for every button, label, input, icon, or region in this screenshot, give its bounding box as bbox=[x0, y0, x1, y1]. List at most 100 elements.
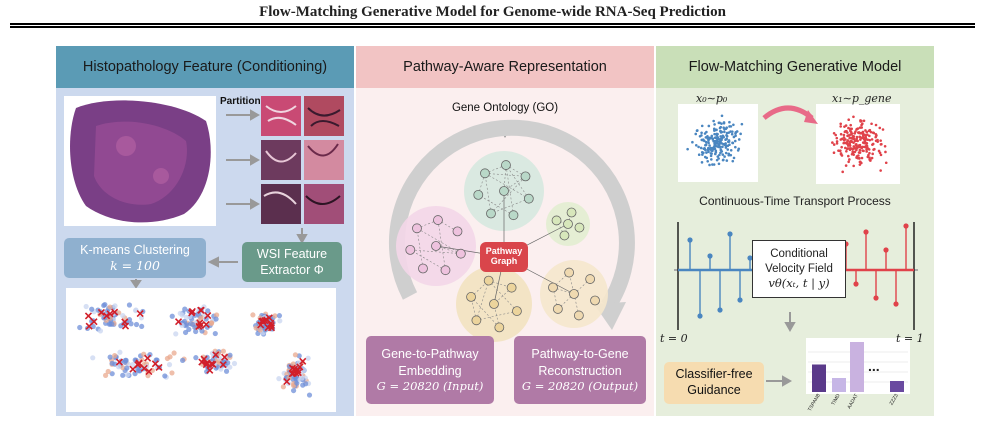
cluster-point bbox=[132, 307, 139, 314]
target-point bbox=[848, 142, 852, 146]
kmeans-k-value: k = 100 bbox=[110, 258, 160, 273]
red-stem-head bbox=[853, 281, 859, 287]
target-point bbox=[883, 144, 887, 148]
cluster-point bbox=[227, 352, 233, 358]
target-dist-background bbox=[816, 104, 900, 184]
centroid-marker bbox=[299, 357, 307, 365]
cluster-point bbox=[294, 380, 300, 386]
target-point bbox=[871, 152, 874, 156]
source-point bbox=[719, 125, 723, 129]
cluster-point bbox=[306, 392, 313, 398]
source-point bbox=[727, 153, 731, 157]
source-point bbox=[731, 130, 734, 133]
centroid-marker bbox=[202, 320, 210, 329]
source-point bbox=[708, 163, 711, 167]
target-point bbox=[846, 147, 850, 150]
centroid-marker bbox=[198, 358, 206, 366]
target-dist-label: x₁∼p_gene bbox=[832, 92, 892, 105]
centroid-marker bbox=[115, 358, 123, 366]
gene-node bbox=[520, 171, 531, 182]
target-point bbox=[839, 152, 843, 156]
centroid-marker bbox=[267, 321, 275, 329]
bar-label-timd: TIMD bbox=[830, 393, 842, 407]
target-point bbox=[868, 158, 871, 161]
classifier-free-guidance-box: Classifier-free Guidance bbox=[664, 362, 764, 404]
cluster-point bbox=[231, 360, 238, 367]
target-point bbox=[847, 134, 850, 137]
panel-header-pathway: Pathway-Aware Representation bbox=[356, 46, 654, 88]
wsi-tissue-spot bbox=[153, 168, 169, 184]
cluster-point bbox=[162, 373, 168, 379]
cluster-point bbox=[182, 329, 189, 336]
centroid-marker bbox=[290, 365, 299, 373]
cluster-point bbox=[220, 348, 227, 354]
source-point bbox=[716, 132, 719, 136]
target-point bbox=[848, 146, 852, 150]
target-point bbox=[867, 148, 871, 151]
pathway-edge bbox=[410, 249, 461, 254]
source-point bbox=[713, 136, 717, 140]
target-point bbox=[857, 131, 861, 134]
panel-header-histopathology: Histopathology Feature (Conditioning) bbox=[56, 46, 354, 88]
velocity-stems bbox=[687, 223, 909, 319]
pathway-hub-label-2: Graph bbox=[490, 256, 518, 266]
source-point bbox=[701, 138, 705, 141]
patch bbox=[261, 184, 301, 224]
cluster-point bbox=[250, 312, 256, 318]
bar-timd bbox=[832, 378, 846, 392]
source-point bbox=[712, 163, 716, 166]
gene-node bbox=[574, 222, 585, 233]
target-point bbox=[865, 148, 868, 151]
source-point bbox=[708, 144, 711, 147]
bar-label-tspan8: TSPAN8 bbox=[807, 393, 822, 413]
gene-node bbox=[466, 292, 476, 302]
centroid-marker bbox=[134, 361, 142, 369]
cluster-point bbox=[305, 355, 311, 361]
centroid-marker bbox=[140, 364, 148, 372]
target-point bbox=[868, 134, 871, 138]
patch bbox=[304, 140, 344, 180]
pathway-to-gene-box: Pathway-to-Gene Reconstruction G = 20820… bbox=[514, 336, 646, 404]
target-point bbox=[860, 119, 863, 123]
gene-node bbox=[552, 304, 563, 314]
target-point bbox=[847, 118, 851, 122]
source-point bbox=[705, 140, 708, 144]
pathway-edge bbox=[484, 173, 492, 214]
source-point bbox=[736, 149, 740, 152]
target-point bbox=[852, 135, 856, 138]
target-point bbox=[845, 150, 848, 153]
target-point bbox=[835, 140, 839, 143]
cluster-point bbox=[102, 301, 108, 308]
target-point bbox=[858, 148, 862, 152]
centroid-marker bbox=[145, 368, 153, 376]
target-point bbox=[840, 137, 844, 141]
source-point bbox=[725, 126, 728, 130]
red-stem-head bbox=[883, 247, 889, 253]
source-point bbox=[721, 158, 725, 162]
blue-stem-head bbox=[727, 231, 733, 237]
target-point bbox=[876, 138, 879, 142]
centroid-marker bbox=[106, 310, 114, 318]
target-point bbox=[862, 138, 866, 141]
target-point bbox=[881, 128, 885, 131]
gene-node bbox=[471, 315, 482, 326]
source-point bbox=[718, 121, 721, 125]
centroid-marker bbox=[103, 312, 111, 320]
cluster-point bbox=[276, 313, 283, 319]
velocity-label-3: vθ(xₜ, t | y) bbox=[768, 276, 830, 291]
target-point bbox=[861, 145, 865, 149]
source-point bbox=[719, 149, 723, 152]
source-point bbox=[718, 153, 721, 157]
source-point bbox=[710, 158, 713, 161]
pathway-nodes bbox=[405, 160, 600, 333]
source-point bbox=[697, 153, 701, 157]
cluster-point bbox=[171, 350, 177, 356]
source-point bbox=[719, 135, 722, 138]
source-point bbox=[694, 132, 698, 136]
target-point bbox=[849, 123, 853, 127]
kmeans-box: K-means Clustering k = 100 bbox=[64, 238, 206, 278]
cluster-point bbox=[208, 320, 215, 326]
red-stem-head bbox=[903, 223, 909, 229]
gene-node bbox=[452, 226, 463, 237]
source-point bbox=[732, 156, 736, 160]
